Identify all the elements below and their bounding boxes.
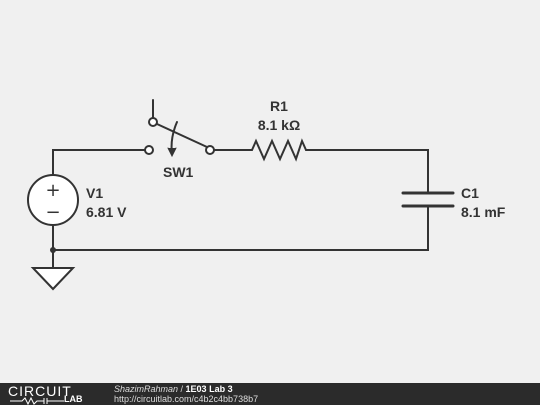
capacitor-name-label: C1 [461, 185, 479, 201]
source-minus-sign: − [45, 202, 60, 223]
logo-resistor-icon [10, 397, 64, 405]
source-name-label: V1 [86, 185, 103, 201]
capacitor-value-label: 8.1 mF [461, 204, 506, 220]
attribution-separator: / [178, 384, 186, 394]
source-plus-sign: + [45, 180, 60, 201]
logo-text-circuit: CIRCUIT [8, 383, 72, 399]
wire-top-left[interactable] [52, 149, 146, 176]
switch-name-label: SW1 [163, 164, 194, 180]
wire-top-right[interactable] [305, 149, 429, 194]
resistor-value-label: 8.1 kΩ [258, 117, 300, 133]
source-value-label: 6.81 V [86, 204, 127, 220]
junction-dot [50, 247, 56, 253]
logo-text-lab: LAB [64, 394, 83, 404]
circuit-title-link[interactable]: 1E03 Lab 3 [185, 384, 233, 394]
footer-attribution: ShazimRahman / 1E03 Lab 3 [114, 384, 233, 394]
resistor-name-label: R1 [270, 98, 288, 114]
schematic-canvas: + − SW1 R1 8.1 kΩ V1 6.81 V C1 8.1 mF [27, 98, 506, 291]
footer-bar: CIRCUIT LAB ShazimRahman / 1E03 Lab 3 ht… [0, 383, 540, 405]
voltage-source-v1[interactable] [27, 174, 79, 226]
resistor-r1[interactable] [251, 138, 307, 162]
author-link[interactable]: ShazimRahman [114, 384, 179, 394]
circuit-url-link[interactable]: http://circuitlab.com/c4b2c4bb738b7 [114, 394, 259, 404]
capacitor-c1[interactable] [401, 191, 455, 208]
switch-sw1[interactable] [144, 99, 215, 158]
wire-bottom-right[interactable] [52, 205, 429, 251]
circuitlab-logo[interactable]: CIRCUIT LAB [8, 383, 100, 405]
ground-symbol[interactable] [30, 267, 76, 291]
